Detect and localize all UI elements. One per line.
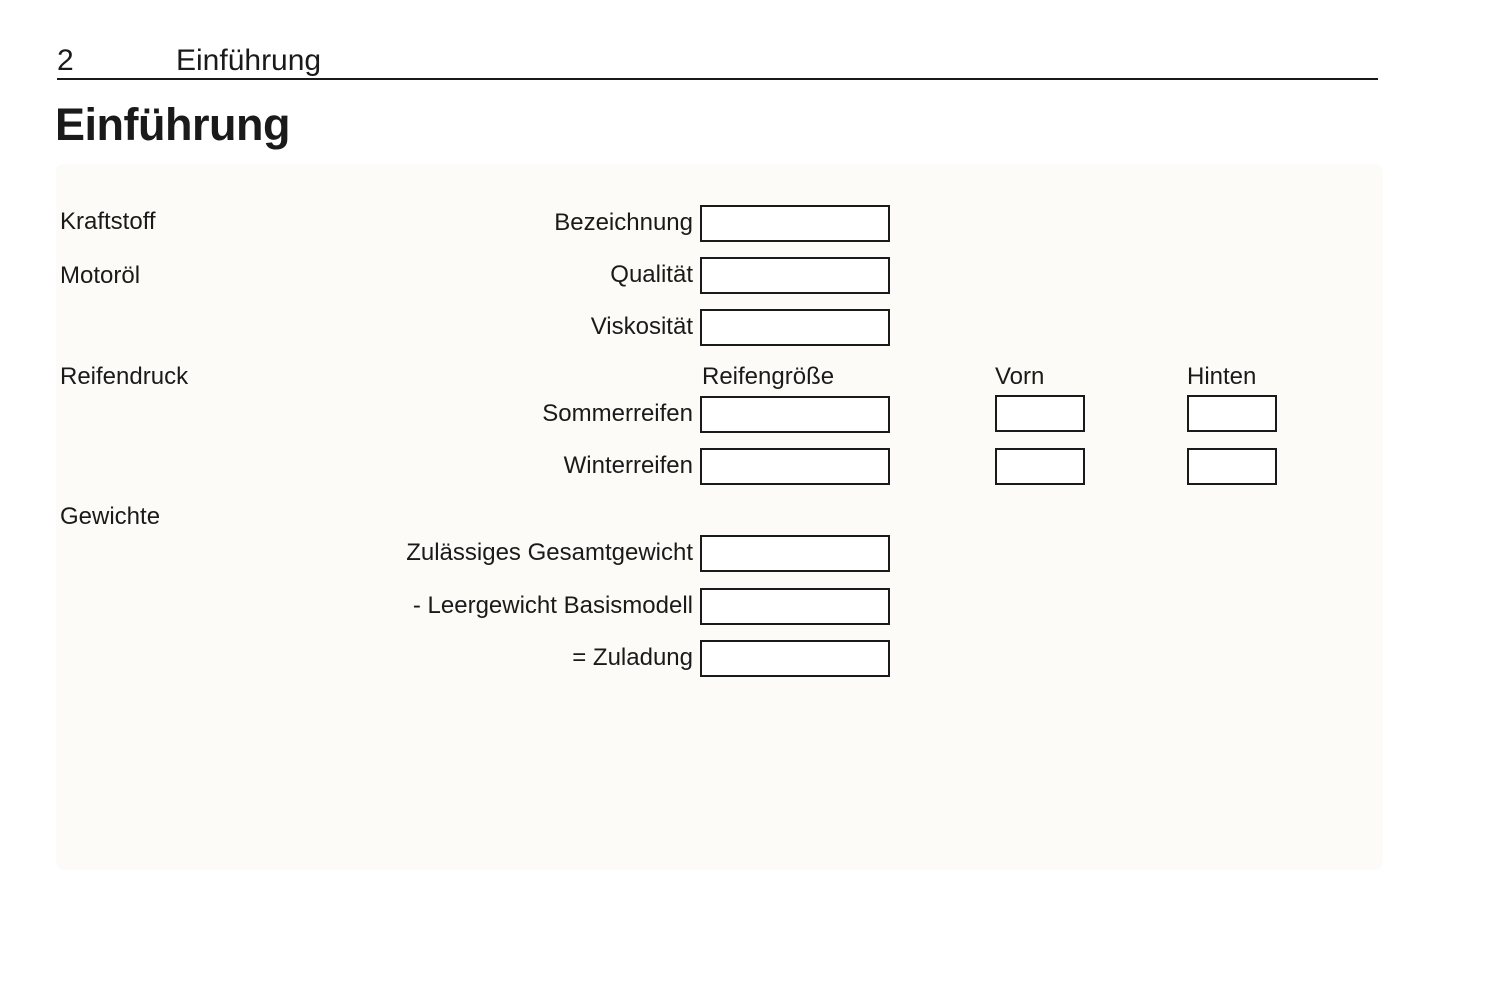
- winterreifen-hinten-input[interactable]: [1187, 448, 1277, 485]
- section-label-kraftstoff: Kraftstoff: [60, 208, 156, 235]
- section-label-reifendruck: Reifendruck: [60, 363, 189, 390]
- column-header-vorn: Vorn: [995, 363, 1045, 390]
- section-label-motoroel: Motoröl: [60, 262, 141, 289]
- leergewicht-input[interactable]: [700, 588, 890, 625]
- winterreifen-vorn-input[interactable]: [995, 448, 1085, 485]
- viskositaet-input[interactable]: [700, 309, 890, 346]
- sommerreifen-hinten-input[interactable]: [1187, 395, 1277, 432]
- bezeichnung-input[interactable]: [700, 205, 890, 242]
- column-header-hinten: Hinten: [1187, 363, 1257, 390]
- sommerreifen-groesse-input[interactable]: [700, 396, 890, 433]
- section-label-gewichte: Gewichte: [60, 503, 161, 530]
- qualitaet-input[interactable]: [700, 257, 890, 294]
- sommerreifen-label: Sommerreifen: [542, 400, 693, 427]
- gesamtgewicht-input[interactable]: [700, 535, 890, 572]
- leergewicht-label: - Leergewicht Basismodell: [412, 592, 693, 619]
- winterreifen-label: Winterreifen: [563, 452, 693, 479]
- column-header-reifengroesse: Reifengröße: [702, 363, 835, 390]
- header-rule: [57, 78, 1378, 80]
- winterreifen-groesse-input[interactable]: [700, 448, 890, 485]
- qualitaet-label: Qualität: [610, 261, 693, 288]
- page-title: Einführung: [55, 99, 290, 150]
- page-number: 2: [57, 44, 74, 77]
- zuladung-label: = Zuladung: [572, 644, 693, 671]
- viskositaet-label: Viskosität: [590, 313, 693, 340]
- sommerreifen-vorn-input[interactable]: [995, 395, 1085, 432]
- chapter-header: Einführung: [176, 44, 322, 77]
- zuladung-input[interactable]: [700, 640, 890, 677]
- gesamtgewicht-label: Zulässiges Gesamtgewicht: [406, 539, 693, 566]
- bezeichnung-label: Bezeichnung: [554, 209, 693, 236]
